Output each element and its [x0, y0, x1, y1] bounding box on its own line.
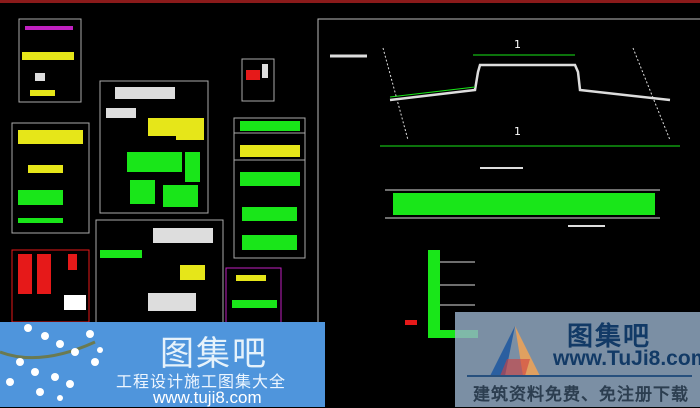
watermark-left-url: www.tuji8.com	[153, 388, 262, 407]
watermark-left-title: 图集吧	[160, 334, 268, 374]
watermark-left: 图集吧 工程设计施工图集大全 www.tuji8.com	[0, 322, 325, 407]
watermark-left-subtitle: 工程设计施工图集大全	[116, 372, 287, 391]
sheet-8-content	[18, 254, 86, 310]
sheet-1-content	[22, 26, 74, 96]
elevation-view	[385, 189, 660, 227]
sheet-6-content	[100, 228, 213, 311]
watermark-right: 图集吧 www.TuJi8.com 建筑资料免费、免注册下载	[455, 312, 700, 407]
plan-view	[330, 47, 680, 169]
watermark-right-url: www.TuJi8.com	[553, 347, 700, 370]
tuji8-logo-icon	[490, 326, 540, 376]
sheet-4[interactable]	[241, 58, 275, 102]
watermark-right-tagline: 建筑资料免费、免注册下载	[473, 385, 689, 405]
main-drawing-frame[interactable]	[317, 18, 700, 407]
sheet-3-content	[106, 87, 204, 207]
blossom-icon	[0, 324, 103, 401]
section-mark-top: 1	[514, 38, 521, 51]
sheet-2-content	[18, 130, 83, 223]
sheet-5-content	[240, 121, 300, 250]
sheet-5[interactable]	[233, 117, 306, 259]
watermark-divider	[467, 375, 692, 377]
sheet-1[interactable]	[18, 18, 82, 103]
section-mark-bottom: 1	[514, 125, 521, 138]
watermark-right-title: 图集吧	[567, 322, 652, 352]
sheet-2[interactable]	[11, 122, 90, 234]
top-border	[0, 0, 700, 3]
sheet-4-content	[246, 64, 268, 80]
sheet-3[interactable]	[99, 80, 209, 214]
detail-view	[405, 250, 478, 338]
sheet-7-content	[232, 275, 277, 308]
